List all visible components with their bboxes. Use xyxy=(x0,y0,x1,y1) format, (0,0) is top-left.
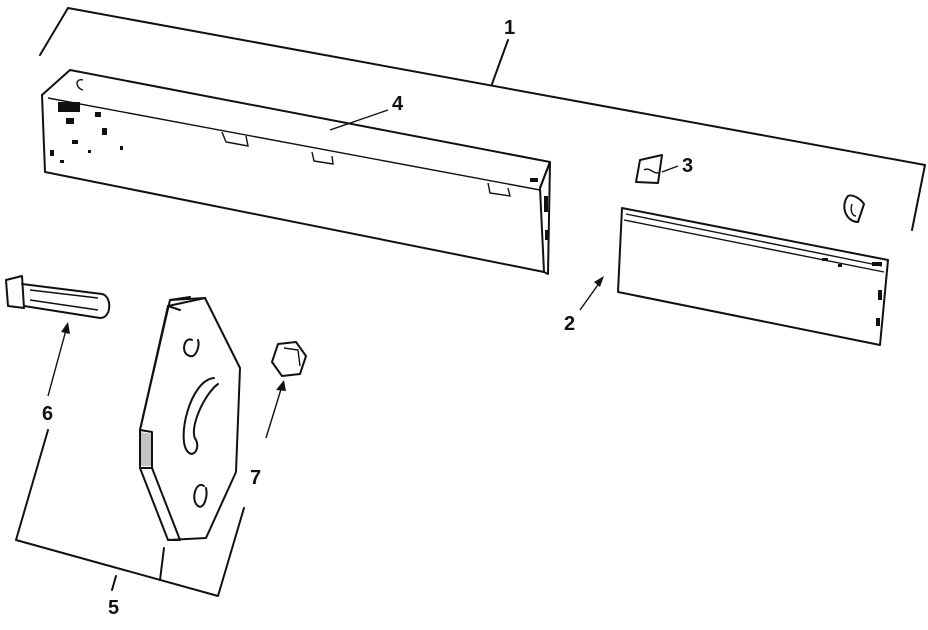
callout-4: 4 xyxy=(392,93,404,115)
part-4-channel-rail xyxy=(41,69,551,275)
part-2-short-channel xyxy=(579,207,889,346)
callout-2: 2 xyxy=(564,313,575,335)
part-7-nut xyxy=(265,341,307,439)
assembly-1-bracket xyxy=(39,7,926,231)
part-3-clip-b xyxy=(843,194,865,223)
part-3-clip-a xyxy=(635,154,679,184)
part-5-plate xyxy=(139,296,241,541)
assembly-5-bracket xyxy=(15,429,245,597)
callout-6: 6 xyxy=(42,403,53,425)
callout-3: 3 xyxy=(682,155,693,177)
callout-7: 7 xyxy=(250,467,261,489)
callout-1: 1 xyxy=(504,17,515,39)
callout-5: 5 xyxy=(108,597,119,619)
part-6-bolt xyxy=(5,275,111,397)
